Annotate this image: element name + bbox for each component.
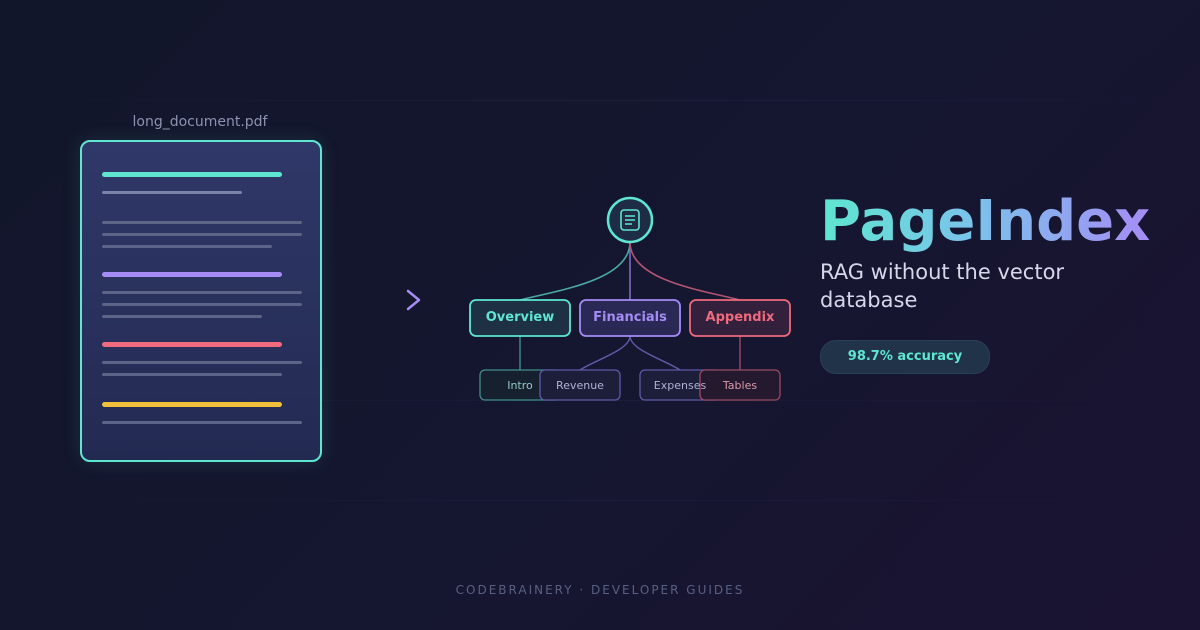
- tree-connector: [629, 241, 741, 301]
- arrow-right-icon: [357, 289, 421, 311]
- doc-text-line: [102, 361, 302, 364]
- leaf-node-box: [539, 369, 621, 401]
- leaf-node-intro: Intro: [507, 379, 533, 392]
- section-node-overview: Overview: [485, 310, 555, 325]
- section-node-box: [579, 299, 681, 337]
- section-node-financials: Financials: [593, 310, 667, 325]
- doc-heading-line: [102, 272, 282, 277]
- accuracy-badge: 98.7% accuracy: [820, 340, 990, 374]
- doc-text-line: [102, 245, 272, 248]
- background-line: [0, 100, 1200, 101]
- section-node-appendix: Appendix: [705, 310, 775, 325]
- doc-text-line: [102, 303, 302, 306]
- doc-text-line: [102, 421, 302, 424]
- doc-text-line: [102, 373, 282, 376]
- brand-subtitle: RAG without the vector database: [820, 260, 1065, 312]
- doc-text-line: [102, 315, 262, 318]
- background-line: [0, 500, 1200, 501]
- doc-heading-line: [102, 342, 282, 347]
- document-icon: [620, 209, 640, 231]
- leaf-node-box: [699, 369, 781, 401]
- doc-text-line: [102, 233, 302, 236]
- section-node-box: [469, 299, 571, 337]
- tree-connector: [579, 335, 631, 371]
- document-filename: long_document.pdf: [132, 114, 268, 130]
- document-card: [80, 140, 322, 462]
- leaf-node-expenses: Expenses: [653, 379, 707, 392]
- leaf-node-tables: Tables: [722, 379, 758, 392]
- brand-title: PageIndex: [820, 189, 1151, 254]
- tree-connector: [629, 335, 681, 371]
- doc-heading-line: [102, 172, 282, 177]
- page-index-tree: Overview Financials Appendix Intro Reven…: [460, 190, 800, 410]
- doc-text-line: [102, 191, 242, 194]
- doc-heading-line: [102, 402, 282, 407]
- tree-connectors: [469, 196, 791, 401]
- leaf-node-revenue: Revenue: [556, 379, 604, 392]
- footer-text: CODEBRAINERY · DEVELOPER GUIDES: [455, 583, 745, 597]
- section-node-box: [689, 299, 791, 337]
- doc-text-line: [102, 221, 302, 224]
- doc-text-line: [102, 291, 302, 294]
- tree-connector: [519, 241, 631, 301]
